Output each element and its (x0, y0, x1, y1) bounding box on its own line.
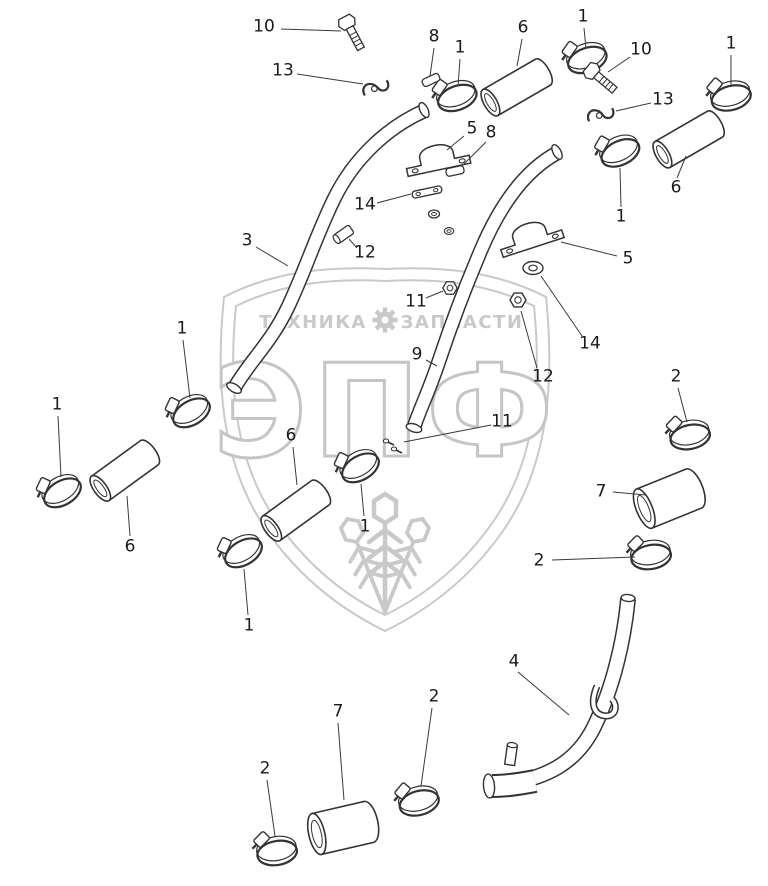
leader-line (560, 241, 618, 257)
leader-line (126, 495, 131, 537)
leader-line (292, 446, 298, 486)
leader-line (182, 339, 191, 399)
callout-label: 1 (359, 516, 371, 537)
callout-label: 3 (241, 230, 253, 251)
pipe-4 (482, 593, 636, 799)
callout-label: 10 (253, 16, 275, 37)
leader-line (296, 73, 364, 85)
callout-label: 2 (533, 550, 545, 571)
watermark-right-text: ЗАПЧАСТИ (401, 312, 524, 333)
watermark-brand-text: ЭПФ (213, 338, 559, 487)
callout-label: 12 (354, 242, 376, 263)
leader-line (348, 238, 358, 249)
leader-line (280, 28, 342, 32)
callout-label: 1 (577, 6, 589, 27)
callout-label: 13 (652, 89, 674, 110)
pipe-stub (503, 741, 519, 767)
callout-label: 7 (332, 701, 344, 722)
leader-line (337, 722, 345, 801)
callout-label: 1 (176, 318, 188, 339)
leader-line (619, 167, 622, 208)
callout-label: 1 (615, 206, 627, 227)
callout-label: 8 (485, 122, 497, 143)
leader-line (462, 141, 487, 166)
pipe-9 (405, 143, 563, 434)
callout-label: 1 (454, 37, 466, 58)
callout-label: 11 (491, 411, 513, 432)
callout-label: 1 (243, 615, 255, 636)
callout-label: 12 (532, 366, 554, 387)
leader-line (612, 491, 647, 496)
leader-line (551, 556, 636, 561)
leader-lines (57, 27, 732, 837)
callout-label: 9 (411, 344, 423, 365)
leader-line (376, 193, 412, 204)
callout-label: 14 (579, 333, 601, 354)
leader-line (677, 387, 688, 423)
leader-line (520, 310, 538, 369)
leader-line (517, 671, 570, 716)
leader-line (243, 568, 249, 616)
leader-line (255, 246, 289, 267)
leader-line (607, 56, 631, 73)
callout-label: 4 (508, 651, 520, 672)
leader-line (420, 707, 433, 787)
parts-drawing (26, 12, 755, 871)
leader-line (457, 58, 461, 87)
callout-label: 8 (428, 26, 440, 47)
leader-line (266, 779, 276, 837)
leader-line (360, 483, 365, 517)
callout-label: 6 (285, 425, 297, 446)
leader-line (446, 135, 465, 151)
callout-label: 13 (272, 60, 294, 81)
leader-line (425, 290, 444, 299)
pipe-3 (226, 101, 430, 394)
callout-label: 6 (124, 536, 136, 557)
callout-label: 14 (354, 194, 376, 215)
callout-label: 2 (259, 758, 271, 779)
leader-line (425, 359, 438, 367)
shield-outline (219, 267, 551, 633)
leader-line (615, 102, 652, 112)
callout-label: 1 (51, 394, 63, 415)
callout-label: 5 (622, 248, 634, 269)
callout-label: 6 (670, 177, 682, 198)
leader-line (676, 155, 687, 179)
leader-line (583, 27, 587, 50)
callout-label: 1 (725, 33, 737, 54)
leader-line (540, 275, 583, 337)
callout-label: 10 (630, 39, 652, 60)
callout-label: 6 (517, 17, 529, 38)
leader-line (429, 47, 435, 77)
leader-line (57, 415, 62, 478)
leader-line (403, 424, 492, 443)
callout-label: 2 (428, 686, 440, 707)
leader-line (516, 38, 523, 67)
callout-label: 2 (670, 366, 682, 387)
gear-icon (372, 307, 398, 333)
callout-label: 5 (466, 118, 478, 139)
callout-label: 11 (405, 291, 427, 312)
callout-label: 7 (595, 481, 607, 502)
